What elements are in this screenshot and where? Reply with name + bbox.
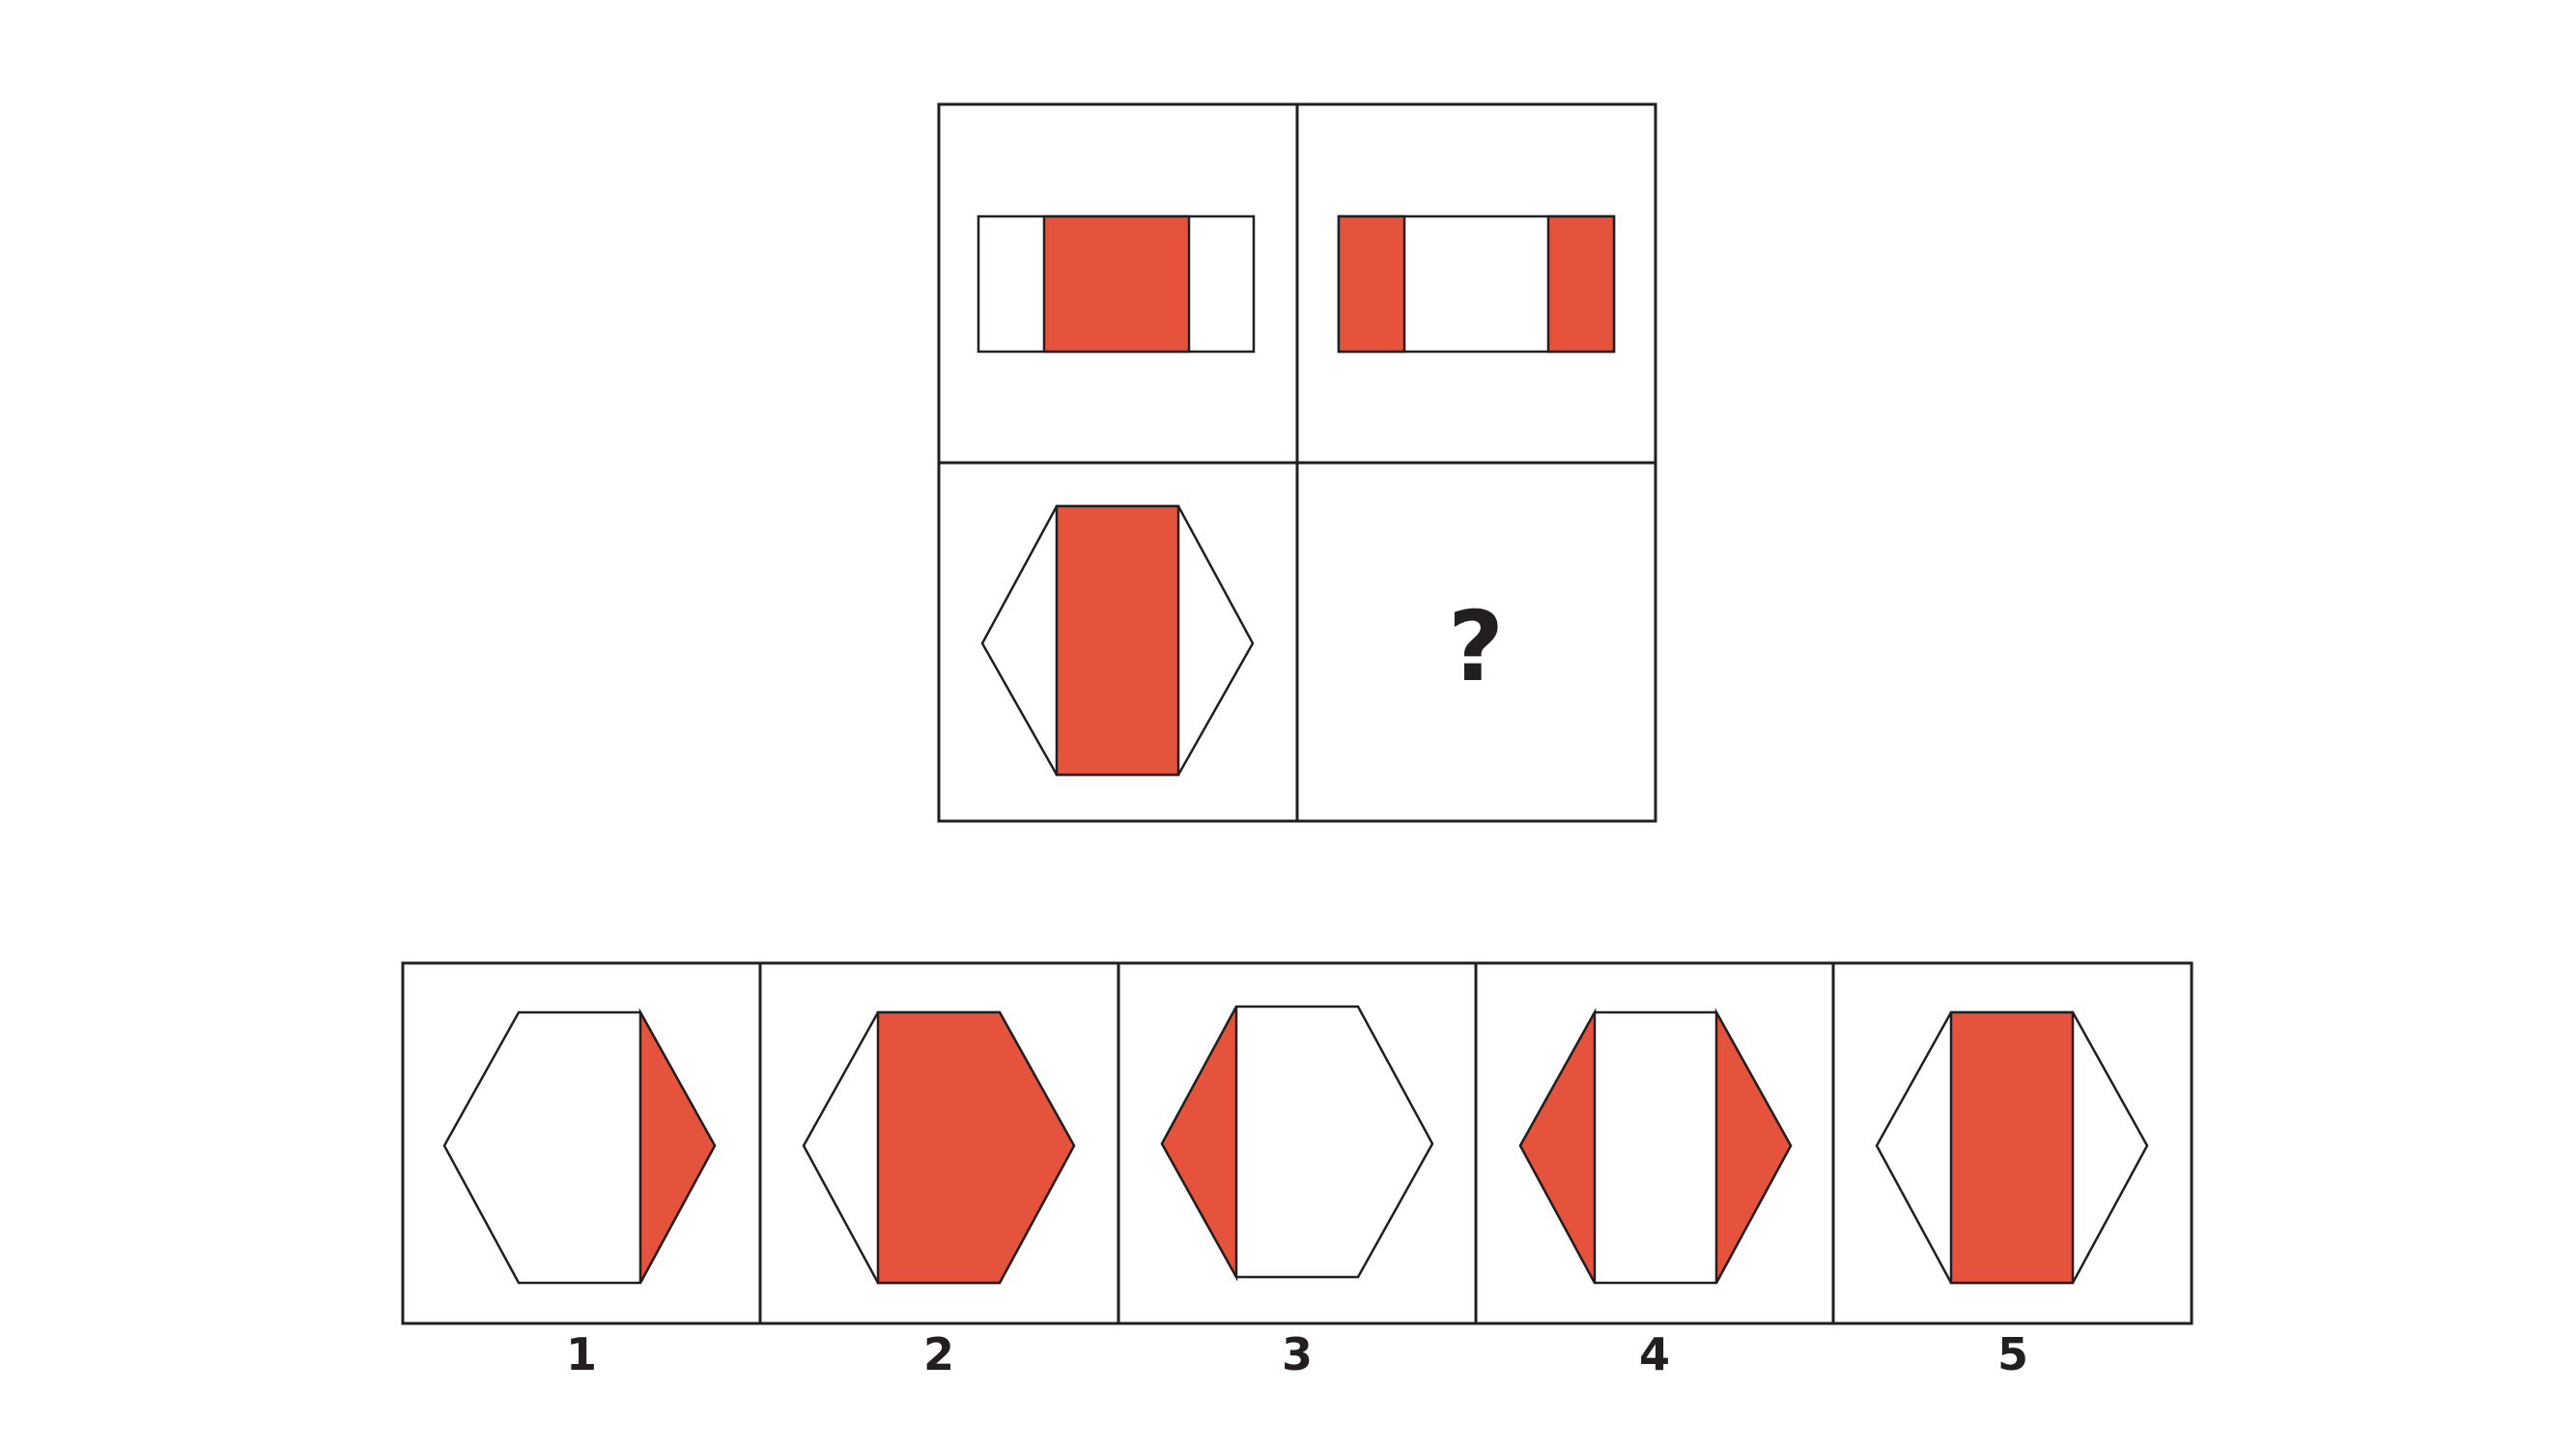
option-label: 4 — [1639, 1328, 1670, 1380]
option-4[interactable] — [1518, 1008, 1793, 1285]
red-center-band — [1055, 504, 1180, 777]
matrix-cell-3 — [980, 504, 1255, 777]
missing-answer-mark: ? — [1448, 590, 1504, 703]
option-label: 3 — [1282, 1328, 1313, 1380]
red-left-band — [1337, 214, 1406, 354]
red-left-tip — [1518, 1008, 1597, 1284]
red-right-tip — [638, 1008, 717, 1284]
option-5[interactable] — [1875, 1010, 2149, 1285]
answer-options: 1 2 3 4 5 — [401, 961, 2194, 1380]
question-matrix: ? — [937, 102, 1657, 823]
option-3[interactable] — [1160, 1005, 1434, 1282]
matrix-cell-4: ? — [1448, 590, 1504, 703]
red-center-band — [1042, 214, 1191, 354]
option-label: 2 — [923, 1328, 954, 1380]
red-center-band — [1949, 1010, 2075, 1285]
option-1[interactable] — [442, 1008, 717, 1285]
red-right-portion — [876, 1010, 1076, 1285]
matrix-cell-1 — [977, 214, 1256, 354]
red-right-band — [1546, 214, 1616, 354]
red-left-tip — [1160, 1006, 1238, 1282]
matrix-cell-2 — [1337, 214, 1616, 354]
option-label: 1 — [566, 1328, 597, 1380]
option-2[interactable] — [802, 1010, 1076, 1285]
red-right-tip — [1714, 1008, 1793, 1284]
option-label: 5 — [1997, 1328, 2028, 1380]
